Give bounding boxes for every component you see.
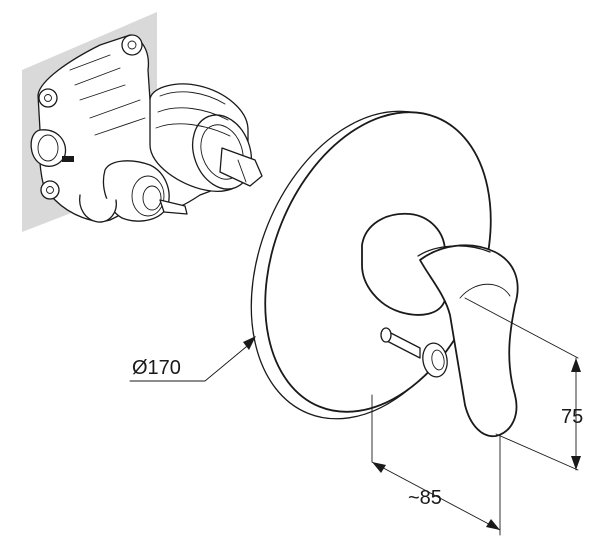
mounting-lug-bottom-left <box>40 180 60 200</box>
height-arrow-bottom-icon <box>571 456 581 470</box>
diverter-spindle <box>159 199 188 215</box>
mounting-lug-left <box>38 88 58 108</box>
mounting-lug-top-inner <box>127 40 137 50</box>
depth-arrow-right-icon <box>486 519 500 530</box>
height-arrow-top-icon <box>571 358 581 372</box>
handle-arm-inner <box>459 283 511 299</box>
diverter-face <box>131 175 165 217</box>
left-pipe-opening <box>37 134 59 162</box>
spindle-edge <box>237 159 247 183</box>
trim-assembly <box>250 110 579 536</box>
axis-line-handle-tip <box>495 433 579 471</box>
depth-label: ~85 <box>408 487 442 509</box>
axis-line-handle <box>464 297 579 359</box>
dimension-diameter: Ø170 <box>129 336 256 382</box>
dimension-depth: ~85 <box>371 461 501 531</box>
depth-arrow-left-icon <box>372 462 386 473</box>
concealed-valve-body <box>22 12 263 232</box>
diverter-knob <box>380 327 448 378</box>
mounting-lug-bottom-left-inner <box>46 186 54 194</box>
dimension-height: 75 <box>561 357 583 471</box>
depth-dimension-line <box>371 461 501 531</box>
bottom-pipe-connection <box>79 194 117 223</box>
height-label: 75 <box>561 406 583 428</box>
brand-mark-icon <box>62 156 74 162</box>
mounting-lug-top <box>121 34 143 56</box>
handle-arm <box>419 244 519 437</box>
diameter-label: Ø170 <box>132 357 181 379</box>
handle-top <box>417 245 491 257</box>
diameter-arrowhead-icon <box>243 336 256 350</box>
diameter-leader <box>129 341 253 382</box>
cartridge-face-ring <box>200 124 244 180</box>
lever-handle <box>361 212 519 437</box>
housing-ribs <box>69 54 146 136</box>
cartridge-bands <box>155 91 231 137</box>
diverter-nut <box>142 185 162 211</box>
mounting-lug-left-inner <box>44 94 52 102</box>
